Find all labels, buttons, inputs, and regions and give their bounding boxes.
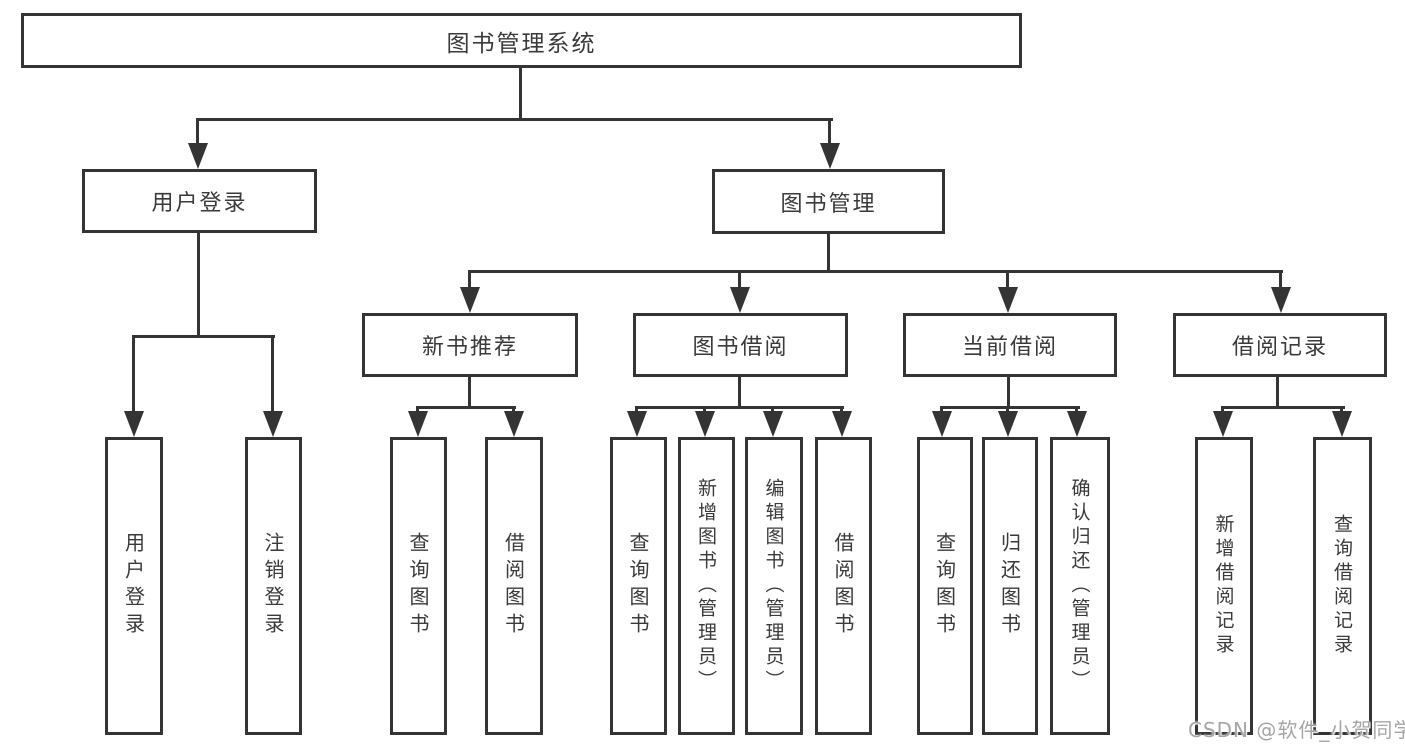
node-root-library-system: 图书管理系统: [21, 13, 1022, 68]
leaf-add-books-admin: 新增图书（管理员）: [678, 437, 735, 735]
connector-line: [1007, 377, 1010, 409]
connector-line: [940, 406, 943, 414]
connector-line: [1276, 377, 1279, 409]
connector-line: [468, 270, 1283, 273]
connector-line: [635, 406, 844, 409]
node-borrow-records: 借阅记录: [1173, 313, 1387, 377]
node-label: 当前借阅: [961, 335, 1058, 360]
arrow-down-icon: [763, 411, 783, 437]
node-label: 注销登录: [261, 532, 285, 640]
connector-line: [1006, 406, 1009, 414]
connector-line: [132, 335, 135, 413]
leaf-query-borrow-record: 查询借阅记录: [1313, 437, 1372, 735]
connector-line: [519, 68, 522, 118]
connector-line: [468, 377, 471, 409]
connector-line: [196, 118, 833, 121]
arrow-down-icon: [730, 287, 750, 313]
node-label: 图书借阅: [692, 335, 789, 360]
leaf-confirm-return-admin: 确认归还（管理员）: [1050, 437, 1110, 735]
node-label: 用户登录: [151, 191, 248, 216]
connector-line: [512, 406, 515, 414]
node-current-borrowing: 当前借阅: [903, 313, 1117, 377]
leaf-query-books-1: 查询图书: [390, 437, 447, 735]
arrow-down-icon: [263, 411, 283, 437]
leaf-borrow-books-1: 借阅图书: [485, 437, 543, 735]
node-label: 确认归还（管理员）: [1068, 478, 1091, 694]
connector-line: [771, 406, 774, 414]
connector-line: [1279, 270, 1282, 290]
node-label: 借阅记录: [1231, 335, 1328, 360]
node-label: 新书推荐: [421, 335, 518, 360]
arrow-down-icon: [1271, 287, 1291, 313]
arrow-down-icon: [627, 411, 647, 437]
arrow-down-icon: [188, 143, 208, 169]
arrow-down-icon: [832, 411, 852, 437]
connector-line: [940, 406, 1080, 409]
leaf-query-books-3: 查询图书: [917, 437, 973, 735]
leaf-query-books-2: 查询图书: [610, 437, 667, 735]
leaf-return-books: 归还图书: [982, 437, 1038, 735]
arrow-down-icon: [124, 411, 144, 437]
connector-line: [416, 406, 419, 414]
connector-line: [703, 406, 706, 414]
arrow-down-icon: [504, 411, 524, 437]
connector-line: [1221, 406, 1224, 414]
arrow-down-icon: [932, 411, 952, 437]
connector-line: [197, 233, 200, 335]
connector-line: [840, 406, 843, 414]
connector-line: [1006, 270, 1009, 290]
node-label: 图书管理: [780, 191, 877, 217]
leaf-logout: 注销登录: [245, 437, 302, 735]
node-label: 新增图书（管理员）: [695, 478, 717, 694]
leaf-user-login: 用户登录: [105, 437, 163, 735]
node-label: 新增借阅记录: [1212, 514, 1235, 658]
node-new-book-recommend: 新书推荐: [362, 313, 578, 377]
node-label: 查询图书: [626, 532, 650, 640]
connector-line: [635, 406, 638, 414]
node-label: 图书管理系统: [446, 30, 597, 57]
connector-line: [1221, 406, 1345, 409]
connector-line: [738, 377, 741, 409]
arrow-down-icon: [408, 411, 428, 437]
node-label: 查询图书: [932, 532, 957, 640]
arrow-down-icon: [1213, 411, 1233, 437]
node-book-management: 图书管理: [712, 169, 945, 234]
connector-line: [132, 335, 275, 338]
connector-line: [1075, 406, 1078, 414]
node-label: 归还图书: [997, 532, 1022, 640]
connector-line: [468, 270, 471, 290]
arrow-down-icon: [460, 287, 480, 313]
leaf-borrow-books-2: 借阅图书: [815, 437, 872, 735]
csdn-watermark: CSDN @软件_小贺同学: [1188, 718, 1405, 742]
leaf-edit-books-admin: 编辑图书（管理员）: [745, 437, 803, 735]
node-book-borrowing: 图书借阅: [633, 313, 848, 377]
connector-line: [827, 234, 830, 270]
node-label: 查询图书: [406, 532, 430, 640]
node-label: 借阅图书: [831, 532, 855, 640]
node-label: 查询借阅记录: [1331, 514, 1353, 658]
arrow-down-icon: [1067, 411, 1087, 437]
node-label: 借阅图书: [501, 532, 526, 640]
node-user-login: 用户登录: [82, 169, 317, 233]
connector-line: [828, 118, 831, 146]
arrow-down-icon: [1332, 411, 1352, 437]
connector-line: [416, 406, 516, 409]
node-label: 用户登录: [121, 532, 146, 640]
arrow-down-icon: [820, 143, 840, 169]
leaf-add-borrow-record: 新增借阅记录: [1195, 437, 1253, 735]
connector-line: [1340, 406, 1343, 414]
arrow-down-icon: [695, 411, 715, 437]
node-label: 编辑图书（管理员）: [762, 478, 785, 694]
connector-line: [271, 335, 274, 413]
connector-line: [196, 118, 199, 146]
arrow-down-icon: [998, 411, 1018, 437]
connector-line: [738, 270, 741, 290]
arrow-down-icon: [998, 287, 1018, 313]
